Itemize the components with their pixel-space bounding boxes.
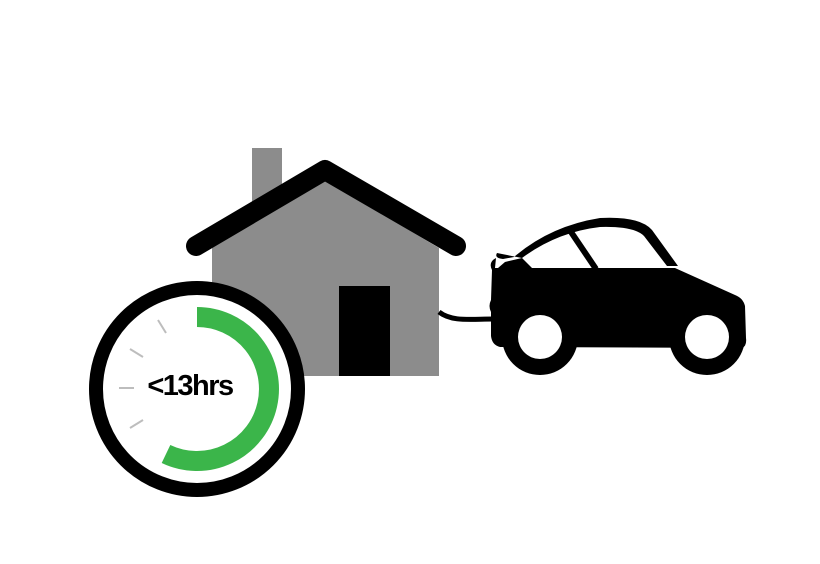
timer-ticks <box>119 319 167 429</box>
front-wheel-hub <box>685 315 729 359</box>
timer-progress-arc <box>161 307 279 471</box>
electric-car-icon <box>489 217 747 375</box>
charging-cable-icon <box>437 309 495 322</box>
rear-wheel-hub <box>518 315 562 359</box>
car-pillar <box>566 227 599 271</box>
clock-icon <box>89 281 305 497</box>
roof <box>186 160 466 256</box>
car-roof <box>496 217 678 266</box>
charge-time-label: <13hrs <box>147 370 234 402</box>
car-roof-fill <box>498 258 532 268</box>
door <box>339 286 390 376</box>
